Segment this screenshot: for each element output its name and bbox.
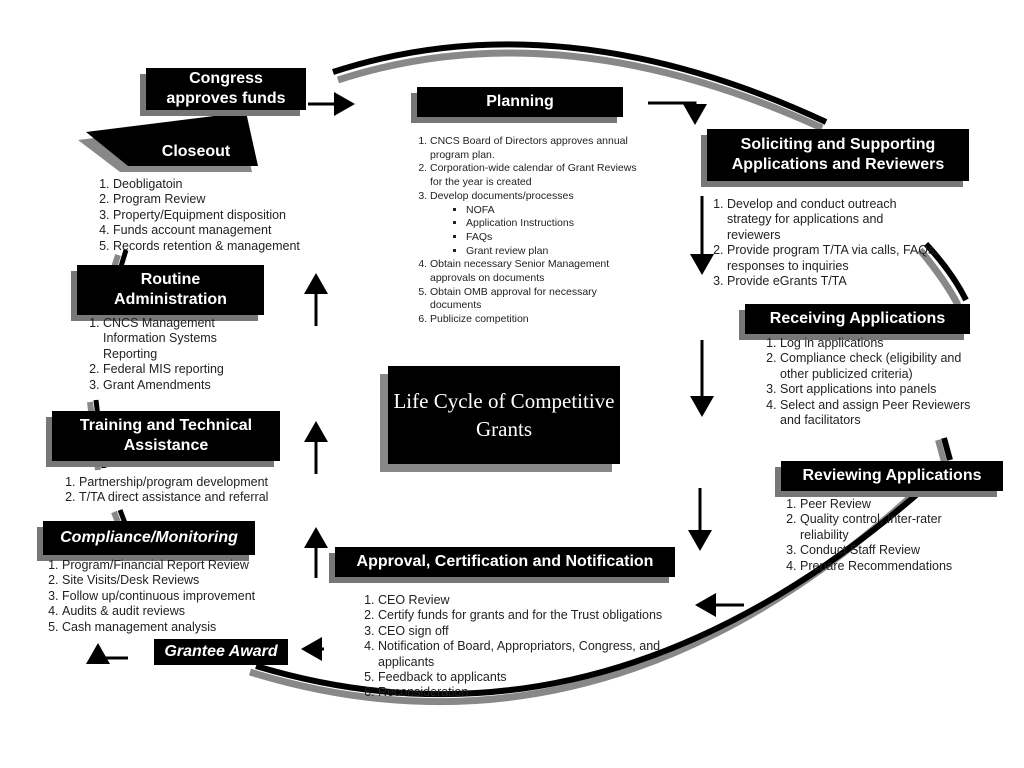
list-item: Prepare Recommendations [800,559,990,574]
ring-right-arc-shadow [917,247,962,307]
list-item: Develop documents/processes NOFA Applica… [430,190,645,259]
list-item: Deobligatoin [113,177,343,192]
list-item: Certify funds for grants and for the Tru… [378,608,696,623]
stage-training: Training and Technical Assistance [52,411,280,461]
arrow-planning-to-soliciting [648,101,707,125]
stage-compliance: Compliance/Monitoring [43,521,255,555]
list-item: CNCS Board of Directors approves annual … [430,135,645,162]
planning-sublist: NOFA Application Instructions FAQs Grant… [430,204,645,259]
stage-closeout: Closeout [161,143,231,160]
diagram-title: Life Cycle of Competitive Grants [388,366,620,464]
training-list: Partnership/program development T/TA dir… [61,475,309,506]
ring-bottom-arc [255,487,924,698]
stage-receiving: Receiving Applications [745,304,970,334]
list-item: Cash management analysis [62,620,302,635]
ring-right-lower [941,437,953,461]
list-item: Notification of Board, Appropriators, Co… [378,639,696,670]
list-item: Partnership/program development [79,475,309,490]
closeout-pennant [86,112,258,166]
list-item: Reconsideration [378,685,696,700]
list-item: Select and assign Peer Reviewers and fac… [780,398,992,429]
list-item: Records retention & management [113,239,343,254]
list-item: Provide program T/TA via calls, FAQs, re… [727,243,939,274]
list-item: Funds account management [113,223,343,238]
ring-right-lower-shadow [935,439,947,463]
list-item: FAQs [466,231,645,245]
list-item: Obtain necessary Senior Management appro… [430,258,645,285]
ring-right-arc [923,241,969,302]
routine-list: CNCS Management Information Systems Repo… [85,316,263,393]
stage-grantee-award: Grantee Award [154,639,288,665]
list-item: CEO sign off [378,624,696,639]
list-item: CNCS Management Information Systems Repo… [103,316,263,362]
list-item: Develop and conduct outreach strategy fo… [727,197,939,243]
stage-soliciting: Soliciting and Supporting Applications a… [707,129,969,181]
list-item: Sort applications into panels [780,382,992,397]
stage-approval: Approval, Certification and Notification [335,547,675,577]
list-item: Grant Amendments [103,378,263,393]
list-item: Corporation-wide calendar of Grant Revie… [430,162,645,189]
planning-list: CNCS Board of Directors approves annual … [412,135,645,327]
list-item: Feedback to applicants [378,670,696,685]
stage-reviewing: Reviewing Applications [781,461,1003,491]
list-item: Conduct Staff Review [800,543,990,558]
list-item: Program Review [113,192,343,207]
arrow-award-out [86,643,128,664]
list-item: Federal MIS reporting [103,362,263,377]
list-item: Application Instructions [466,217,645,231]
receiving-list: Log in applications Compliance check (el… [762,336,992,428]
list-item: Publicize competition [430,313,645,327]
approval-list: CEO Review Certify funds for grants and … [360,593,696,701]
list-item: Log in applications [780,336,992,351]
list-item: NOFA [466,204,645,218]
list-item: Provide eGrants T/TA [727,274,939,289]
list-item: Compliance check (eligibility and other … [780,351,992,382]
list-item: CEO Review [378,593,696,608]
list-item: Quality control, Inter-rater reliability [800,512,990,543]
list-item: Follow up/continuous improvement [62,589,302,604]
list-item: T/TA direct assistance and referral [79,490,309,505]
stage-planning: Planning [417,87,623,117]
reviewing-list: Peer Review Quality control, Inter-rater… [778,497,990,574]
list-item-text: Develop documents/processes [430,189,574,202]
ring-top-arc [332,41,828,125]
stage-routine: Routine Administration [77,265,264,315]
ring-top-arc-shadow [336,49,824,132]
closeout-list: Deobligatoin Program Review Property/Equ… [95,177,343,254]
list-item: Property/Equipment disposition [113,208,343,223]
list-item: Obtain OMB approval for necessary docume… [430,286,645,313]
list-item: Site Visits/Desk Reviews [62,573,302,588]
list-item: Peer Review [800,497,990,512]
list-item: Grant review plan [466,245,645,259]
compliance-list: Program/Financial Report Review Site Vis… [44,558,302,635]
stage-congress: Congress approves funds [146,68,306,110]
soliciting-list: Develop and conduct outreach strategy fo… [709,197,939,289]
list-item: Audits & audit reviews [62,604,302,619]
list-item: Program/Financial Report Review [62,558,302,573]
